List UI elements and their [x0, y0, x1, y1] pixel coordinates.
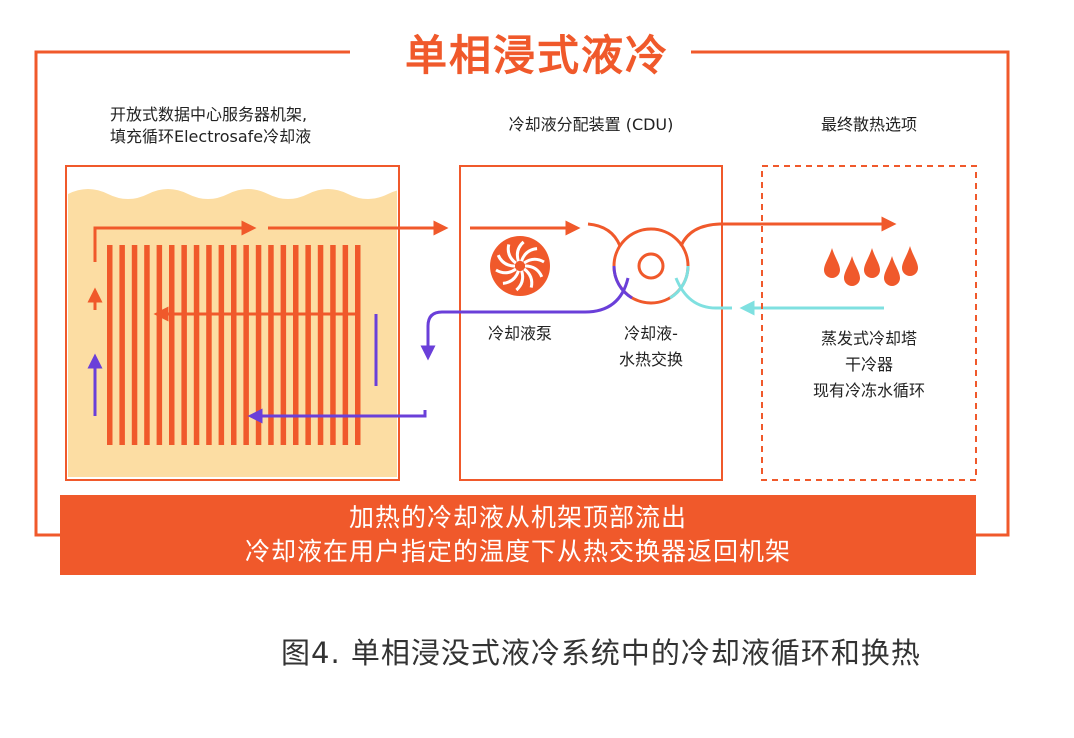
banner-background [60, 495, 976, 575]
server-blade [293, 245, 299, 445]
heat-rejection-options: 蒸发式冷却塔 干冷器 现有冷冻水循环 [762, 326, 976, 404]
hx-hot-inlet [587, 222, 622, 247]
figure-caption: 图4. 单相浸没式液冷系统中的冷却液循环和换热 [281, 636, 921, 670]
server-blade [144, 245, 150, 445]
heat-drop [864, 248, 880, 278]
server-blade [156, 245, 163, 445]
server-blade [342, 245, 349, 445]
option-chilled-water: 现有冷冻水循环 [812, 381, 925, 400]
pump-blade [506, 244, 517, 265]
pump-blade [520, 247, 538, 262]
server-blade [169, 245, 175, 445]
diagram-title: 单相浸式液冷 [0, 22, 1074, 83]
heat-drop [884, 256, 900, 286]
server-blade [330, 245, 336, 445]
option-cooling-tower: 蒸发式冷却塔 [820, 329, 917, 348]
rack-return-bottom-left [247, 408, 427, 424]
hx-label-line2: 水热交换 [618, 350, 683, 369]
hx-to-heat-rejection [679, 216, 897, 247]
banner: 加热的冷却液从机架顶部流出 冷却液在用户指定的温度下从热交换器返回机架 [60, 495, 976, 575]
cold-coolant-return [420, 277, 630, 361]
option-dry-cooler: 干冷器 [844, 355, 893, 374]
hx-label-line1: 冷却液- [624, 324, 678, 343]
server-blade [119, 245, 125, 445]
rack-label: 开放式数据中心服务器机架, 填充循环Electrosafe冷却液 [110, 104, 311, 148]
rack-label-line1: 开放式数据中心服务器机架, [110, 105, 308, 124]
server-blade [255, 245, 262, 445]
banner-line2: 冷却液在用户指定的温度下从热交换器返回机架 [244, 537, 791, 566]
pump-blade [523, 257, 545, 265]
heat-drop [844, 256, 860, 286]
rack-label-line2: 填充循环Electrosafe冷却液 [110, 127, 312, 146]
pump-blade [495, 267, 517, 275]
pump-label: 冷却液泵 [487, 324, 552, 343]
pump-blade [502, 270, 520, 285]
cdu-label: 冷却液分配装置 (CDU) [508, 115, 674, 134]
server-blade [305, 245, 311, 445]
outer-loop-frame [34, 50, 1010, 537]
heat-rejection-frame [761, 165, 977, 481]
pump-icon [490, 236, 550, 296]
heat-drop [824, 248, 840, 278]
facility-water-return [674, 277, 732, 310]
pump-blade [524, 264, 544, 278]
server-blade [181, 245, 187, 445]
server-blades [107, 245, 361, 445]
server-blade [107, 245, 113, 445]
hx-label: 冷却液- 水热交换 [600, 321, 702, 373]
server-blade [206, 245, 212, 445]
heat-drop [902, 246, 918, 276]
server-blade [280, 245, 287, 445]
cdu-frame [459, 165, 723, 481]
server-blade [131, 245, 138, 445]
rack-flow-top-right [93, 220, 257, 262]
banner-line1: 加热的冷却液从机架顶部流出 [348, 503, 687, 532]
pump-blade [496, 254, 516, 268]
server-blade [317, 245, 324, 445]
pump-blade [515, 240, 525, 262]
server-blade [355, 245, 361, 445]
heat-drops-icon [824, 246, 918, 286]
server-blade [268, 245, 274, 445]
pump-blade [515, 270, 525, 292]
pump-blade [523, 267, 534, 288]
server-blade [193, 245, 200, 445]
server-blade [243, 245, 249, 445]
heat-rejection-label: 最终散热选项 [820, 115, 917, 134]
server-blade [231, 245, 237, 445]
server-blade [218, 245, 225, 445]
heat-exchanger-icon [612, 227, 690, 305]
